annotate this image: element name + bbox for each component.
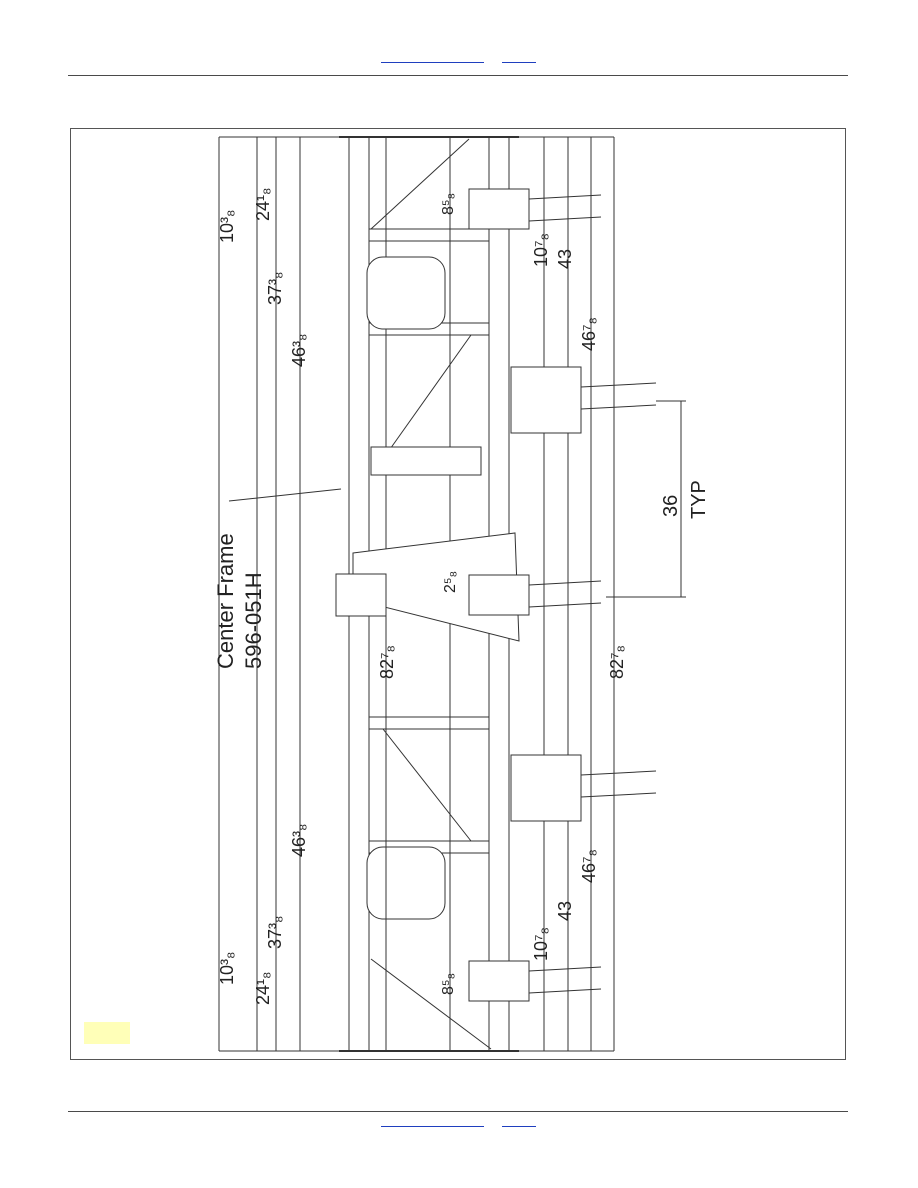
cross-member xyxy=(368,716,490,730)
shank-mount-group xyxy=(468,188,657,1002)
dim-10-7-8-top: 10⁷₈ xyxy=(531,233,551,267)
dim-10-7-8-bot: 10⁷₈ xyxy=(531,927,551,961)
dim-2-5-8: 2⁵₈ xyxy=(442,571,459,593)
dim-82-7-8-right: 82⁷₈ xyxy=(607,645,627,679)
footer-rule xyxy=(68,1111,848,1112)
dim-8-5-8-top: 8⁵₈ xyxy=(440,193,457,215)
header-link-1[interactable] xyxy=(381,60,484,63)
header-rule xyxy=(68,75,848,76)
footer-links xyxy=(0,1124,918,1140)
dim-37-3-8-top: 37³₈ xyxy=(265,272,285,305)
dim-46-3-8-bot: 46³₈ xyxy=(289,824,309,857)
dim-43-top: 43 xyxy=(555,249,575,269)
brace xyxy=(370,958,492,1050)
highlight-marker xyxy=(84,1022,130,1044)
drawing-frame: Center Frame 596-051H 10³₈ 24¹₈ 37³₈ 46³… xyxy=(70,128,846,1060)
dim-typ: TYP xyxy=(688,480,710,519)
dim-82-7-8-left: 82⁷₈ xyxy=(377,645,397,679)
hitch-block xyxy=(335,573,387,617)
dim-10-3-8-bot: 10³₈ xyxy=(217,952,237,985)
dim-24-1-8-top: 24¹₈ xyxy=(253,188,273,221)
brace xyxy=(382,334,472,460)
dim-46-7-8-top: 46⁷₈ xyxy=(579,317,599,351)
dim-10-3-8-top: 10³₈ xyxy=(217,210,237,243)
header-links xyxy=(0,60,918,76)
dim-43-bot: 43 xyxy=(555,901,575,921)
dim-46-3-8-top: 46³₈ xyxy=(289,334,309,367)
center-bracket xyxy=(370,446,482,476)
dim-37-3-8-bot: 37³₈ xyxy=(265,916,285,949)
center-frame-label: Center Frame xyxy=(213,533,238,669)
part-number-label: 596-051H xyxy=(241,572,266,669)
tire xyxy=(366,256,446,330)
dim-24-1-8-bot: 24¹₈ xyxy=(253,972,273,1005)
brace xyxy=(370,138,470,230)
brace xyxy=(382,728,472,842)
footer-link-2[interactable] xyxy=(502,1124,536,1127)
cross-member xyxy=(368,228,490,242)
tire xyxy=(366,846,446,920)
center-frame-drawing: Center Frame 596-051H 10³₈ 24¹₈ 37³₈ 46³… xyxy=(213,136,710,1052)
footer-link-1[interactable] xyxy=(381,1124,484,1127)
label-leader xyxy=(228,488,342,502)
dim-36: 36 xyxy=(660,495,682,517)
dim-46-7-8-bot: 46⁷₈ xyxy=(579,849,599,883)
dim-8-5-8-bot: 8⁵₈ xyxy=(440,973,457,995)
header-link-2[interactable] xyxy=(502,60,536,63)
